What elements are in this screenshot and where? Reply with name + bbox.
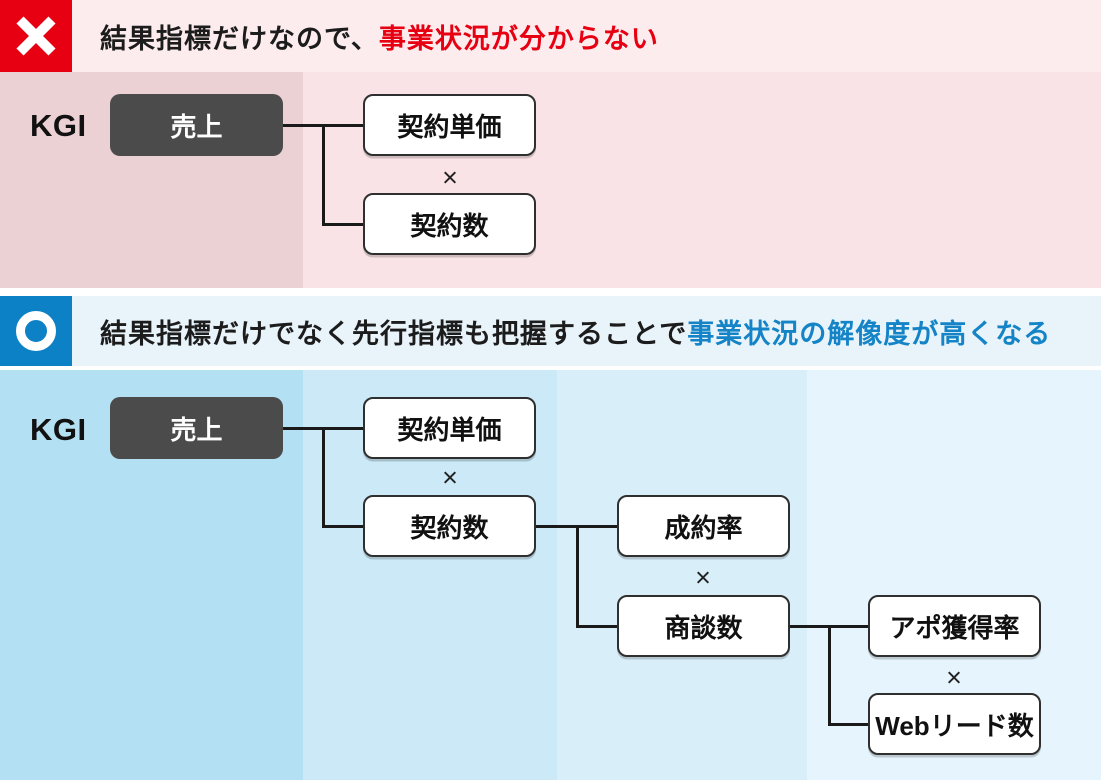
connector-line — [322, 223, 363, 226]
ok-multiply-sign-2: × — [695, 562, 711, 593]
ng-node-sales: 売上 — [110, 94, 283, 156]
ok-title-plain: 結果指標だけでなく先行指標も把握することで — [100, 318, 688, 349]
connector-line — [828, 625, 831, 726]
ok-node-contract-unit-price: 契約単価 — [363, 397, 536, 459]
ng-node-contract-unit-price: 契約単価 — [363, 94, 536, 156]
connector-line — [828, 723, 868, 726]
connector-line — [576, 625, 617, 628]
ng-kgi-label: KGI — [30, 108, 87, 143]
connector-line — [576, 525, 579, 628]
ok-node-close-rate: 成約率 — [617, 495, 790, 557]
ok-title: 結果指標だけでなく先行指標も把握することで事業状況の解像度が高くなる — [100, 312, 1051, 351]
ok-kgi-label: KGI — [30, 412, 87, 447]
ok-node-appointment-rate: アポ獲得率 — [868, 595, 1041, 657]
ok-header-band: 結果指標だけでなく先行指標も把握することで事業状況の解像度が高くなる — [0, 296, 1101, 366]
connector-line — [322, 525, 363, 528]
ok-node-sales: 売上 — [110, 397, 283, 459]
ok-node-web-leads: Webリード数 — [868, 693, 1041, 755]
ng-node-contract-count: 契約数 — [363, 193, 536, 255]
ok-node-contract-count: 契約数 — [363, 495, 536, 557]
cross-marker-icon — [0, 0, 72, 72]
ng-title-plain: 結果指標だけなので、 — [100, 23, 379, 54]
x-icon — [16, 16, 56, 56]
ok-title-accent: 事業状況の解像度が高くなる — [687, 318, 1052, 349]
circle-marker-icon — [0, 296, 72, 366]
connector-line — [322, 124, 325, 225]
connector-line — [322, 427, 325, 528]
ok-background-column-3 — [557, 370, 807, 780]
ng-title: 結果指標だけなので、事業状況が分からない — [100, 17, 659, 56]
ng-title-accent: 事業状況が分からない — [378, 23, 659, 54]
ok-multiply-sign-3: × — [946, 662, 962, 693]
ok-node-meeting-count: 商談数 — [617, 595, 790, 657]
ok-multiply-sign-1: × — [442, 462, 458, 493]
o-icon — [16, 311, 56, 351]
ng-header-band: 結果指標だけなので、事業状況が分からない — [0, 0, 1101, 72]
ng-multiply-sign: × — [442, 162, 458, 193]
